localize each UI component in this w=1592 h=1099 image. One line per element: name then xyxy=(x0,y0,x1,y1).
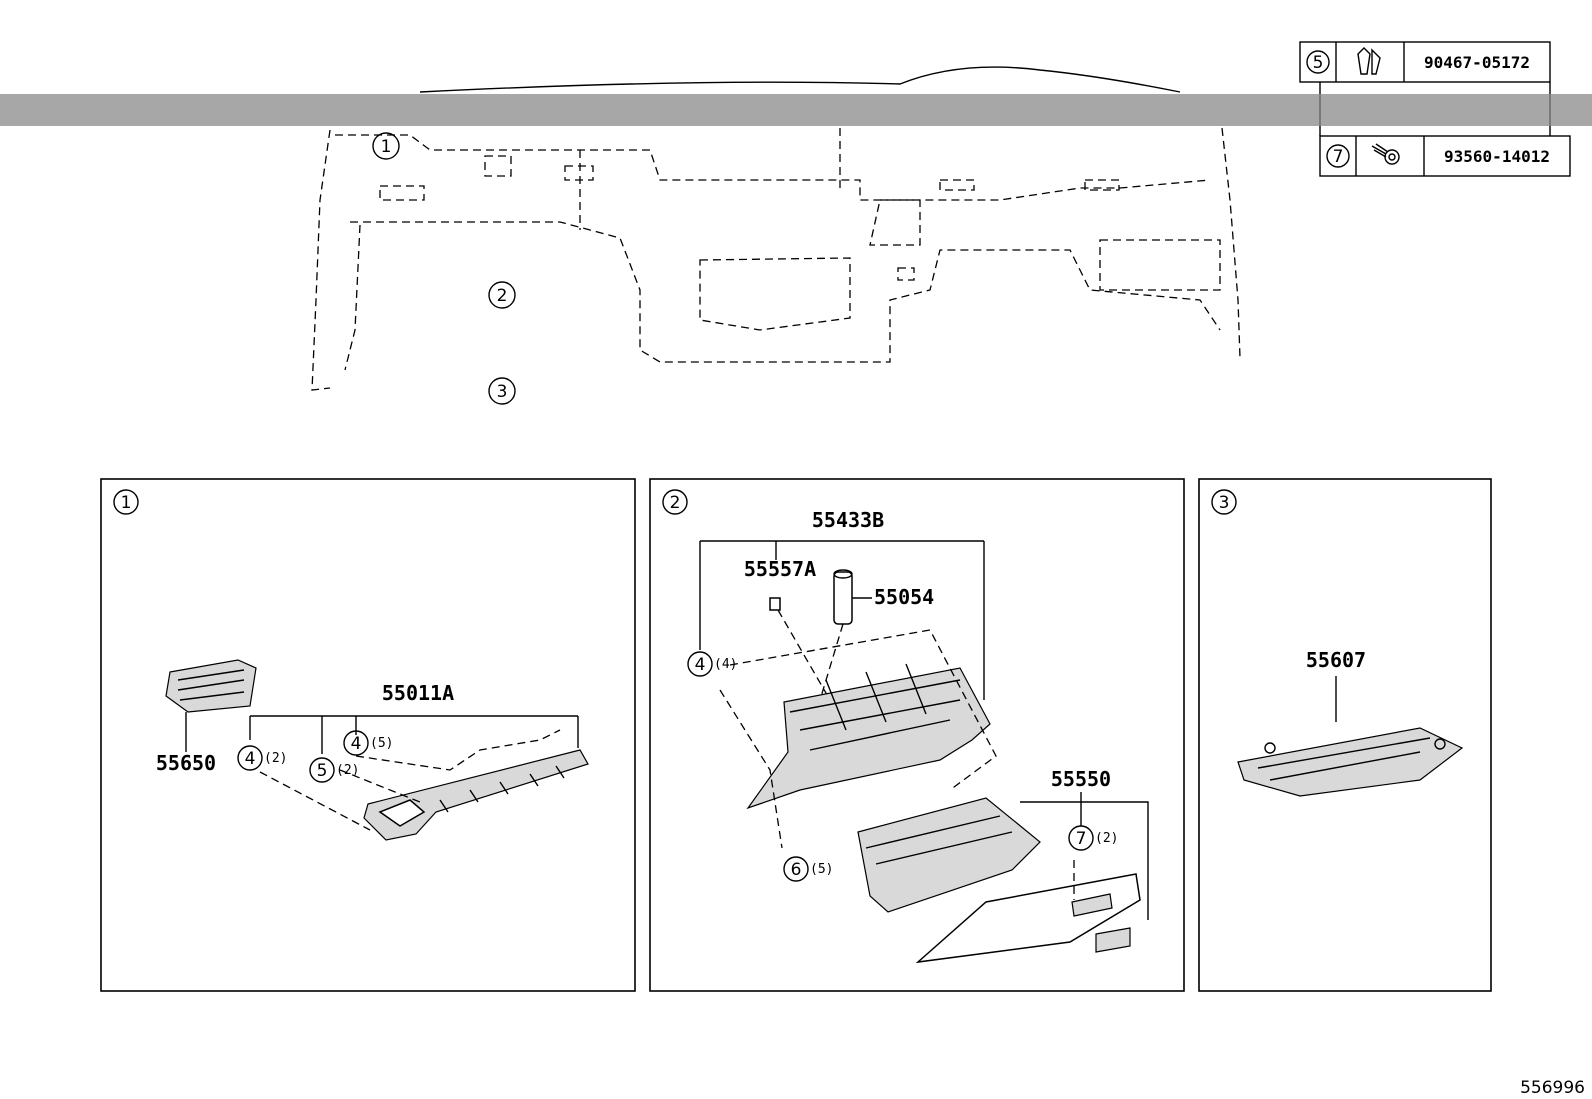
part-label-55557A: 55557A xyxy=(744,557,816,581)
air-vent-55650: 55650 xyxy=(156,659,257,775)
fastener-ref: 7 xyxy=(1333,147,1344,167)
fastener-ref: 5 xyxy=(1313,53,1324,73)
fastener-row-7: 7 93560-14012 xyxy=(1326,143,1550,168)
glove-box-housing-55433B xyxy=(719,629,997,849)
fastener-row-5: 5 90467-05172 xyxy=(1306,47,1530,75)
panel-2: 2 55433B 55557A 55054 4 (4) xyxy=(649,478,1185,992)
lamp-55557A: 55557A xyxy=(744,557,831,701)
overview-callout-2: 2 xyxy=(488,281,516,309)
panel-ref: 2 xyxy=(670,493,681,513)
callout-4-qty-2: 4 (2) xyxy=(237,745,287,771)
part-label-55650: 55650 xyxy=(156,751,216,775)
dashboard-overview: 1 2 3 xyxy=(0,66,1592,405)
panel-ref: 3 xyxy=(1219,493,1230,513)
svg-text:3: 3 xyxy=(497,382,508,402)
fastener-part-number: 93560-14012 xyxy=(1444,147,1550,166)
panel-ref: 1 xyxy=(121,493,132,513)
clip-icon xyxy=(1357,47,1381,75)
svg-text:(2): (2) xyxy=(1095,831,1118,846)
part-label-55433B: 55433B xyxy=(812,508,884,532)
part-label-55550: 55550 xyxy=(1051,767,1111,791)
part-label-55011A: 55011A xyxy=(382,681,454,705)
callout-5-qty-2: 5 (2) xyxy=(309,757,359,783)
svg-text:1: 1 xyxy=(381,137,392,157)
callout-7-qty-2: 7 (2) xyxy=(1068,825,1118,851)
svg-text:4: 4 xyxy=(351,734,362,754)
svg-text:5: 5 xyxy=(317,761,328,781)
callout-4-qty-4: 4 (4) xyxy=(687,651,737,677)
instrument-panel-55011A: 55011A xyxy=(249,681,589,841)
fastener-table: 5 90467-05172 7 93560-14012 xyxy=(1299,41,1571,177)
svg-text:2: 2 xyxy=(497,286,508,306)
svg-text:4: 4 xyxy=(695,655,706,675)
fastener-part-number: 90467-05172 xyxy=(1424,53,1530,72)
panel-1: 1 55650 55011A 4 (2) 5 (2) xyxy=(100,478,636,992)
scan-noise-band xyxy=(0,94,1592,126)
part-label-55054: 55054 xyxy=(874,585,934,609)
cover-55607: 55607 xyxy=(1237,648,1464,797)
illustration-number: 556996 xyxy=(1520,1078,1585,1098)
panel-3: 3 55607 xyxy=(1198,478,1492,992)
callout-4-qty-5: 4 (5) xyxy=(343,730,393,756)
svg-text:(5): (5) xyxy=(810,862,833,877)
overview-callout-1: 1 xyxy=(372,132,400,160)
svg-text:(2): (2) xyxy=(336,763,359,778)
svg-text:7: 7 xyxy=(1076,829,1087,849)
overview-callout-3: 3 xyxy=(488,377,516,405)
callout-6-qty-5: 6 (5) xyxy=(783,856,833,882)
glove-box-door-55550: 55550 xyxy=(857,767,1149,964)
part-label-55607: 55607 xyxy=(1306,648,1366,672)
svg-text:(5): (5) xyxy=(370,736,393,751)
svg-text:4: 4 xyxy=(245,749,256,769)
screw-icon xyxy=(1371,143,1400,165)
svg-text:6: 6 xyxy=(791,860,802,880)
damper-55054: 55054 xyxy=(819,569,934,701)
svg-text:(4): (4) xyxy=(714,657,737,672)
svg-text:(2): (2) xyxy=(264,751,287,766)
